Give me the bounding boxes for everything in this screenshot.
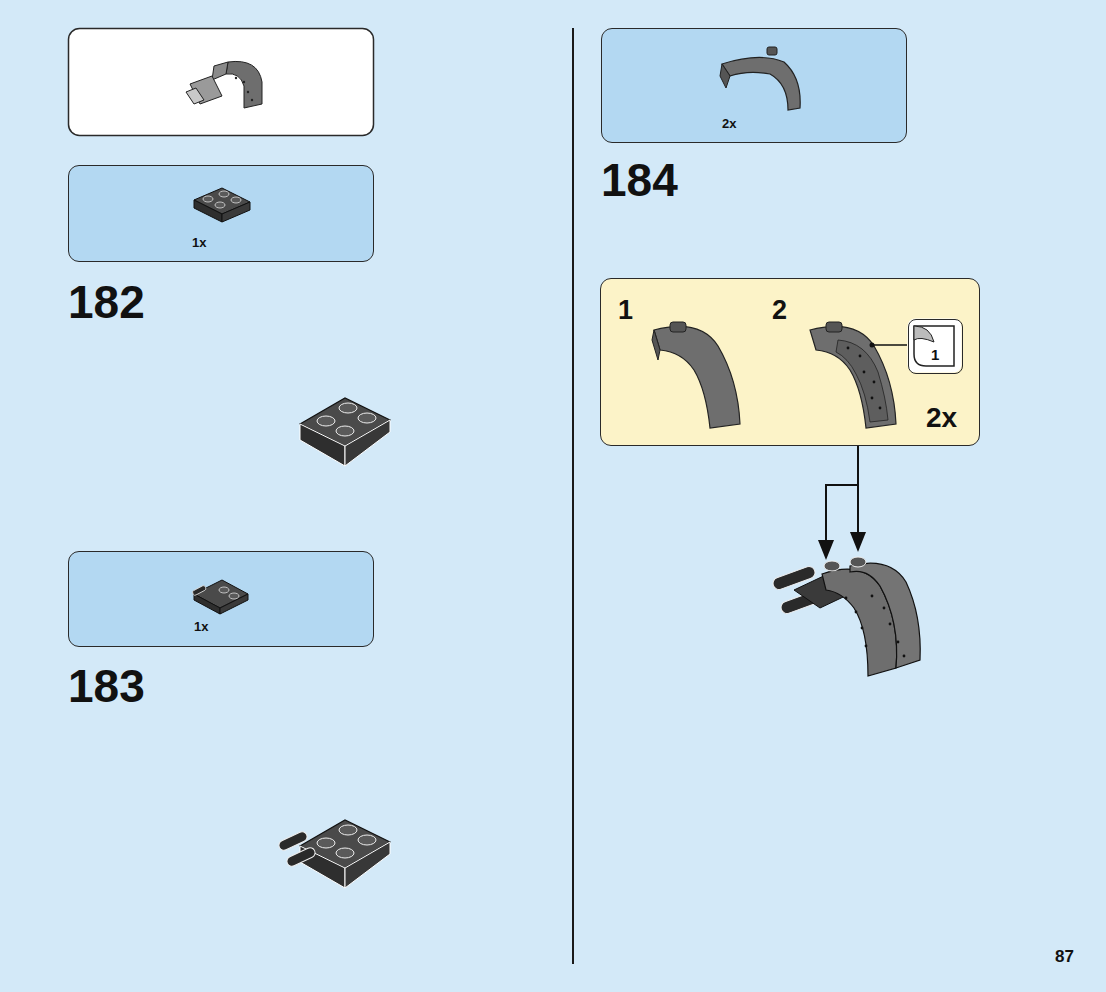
arrow-head <box>818 540 834 560</box>
sticker-icon <box>914 326 954 366</box>
inverted-slope-part <box>194 188 250 222</box>
preview-model <box>186 61 262 108</box>
quantity-label: 2x <box>926 404 957 432</box>
step-model <box>771 557 920 676</box>
curved-slope-part <box>652 322 740 428</box>
sticker-leader-line <box>872 344 907 346</box>
bar-holder-plate-part <box>192 580 248 614</box>
subassembly-box: 1 2 2x 1 <box>600 278 980 446</box>
placement-arrows <box>826 446 858 545</box>
parts-callout-box: 1x <box>68 551 374 647</box>
quantity-label: 1x <box>194 620 208 633</box>
page-number: 87 <box>1055 948 1074 965</box>
curved-slope-part <box>720 47 800 110</box>
parts-callout-box: 1x <box>68 165 374 262</box>
parts-box-fill <box>69 166 374 262</box>
subassembly-fill <box>601 279 980 446</box>
parts-box-fill <box>69 552 374 647</box>
column-divider <box>572 28 574 964</box>
step-number: 182 <box>68 279 145 325</box>
quantity-label: 1x <box>192 236 206 249</box>
substep-number: 2 <box>772 297 787 324</box>
step-number: 183 <box>68 663 145 709</box>
stickered-curved-slope-part <box>810 322 896 428</box>
arrow-head <box>850 532 866 552</box>
step-model <box>277 820 390 888</box>
sticker-box-fill <box>908 319 962 373</box>
substep-number: 1 <box>618 297 633 324</box>
step-model <box>300 398 390 466</box>
sticker-number: 1 <box>931 347 939 362</box>
sticker-box: 1 <box>908 319 963 374</box>
parts-callout-box: 2x <box>601 28 907 143</box>
step-number: 184 <box>601 157 678 203</box>
assembly-preview-box <box>69 29 374 136</box>
sticker-leader-dot <box>870 343 875 348</box>
parts-box-fill <box>602 29 907 143</box>
quantity-label: 2x <box>722 117 736 130</box>
